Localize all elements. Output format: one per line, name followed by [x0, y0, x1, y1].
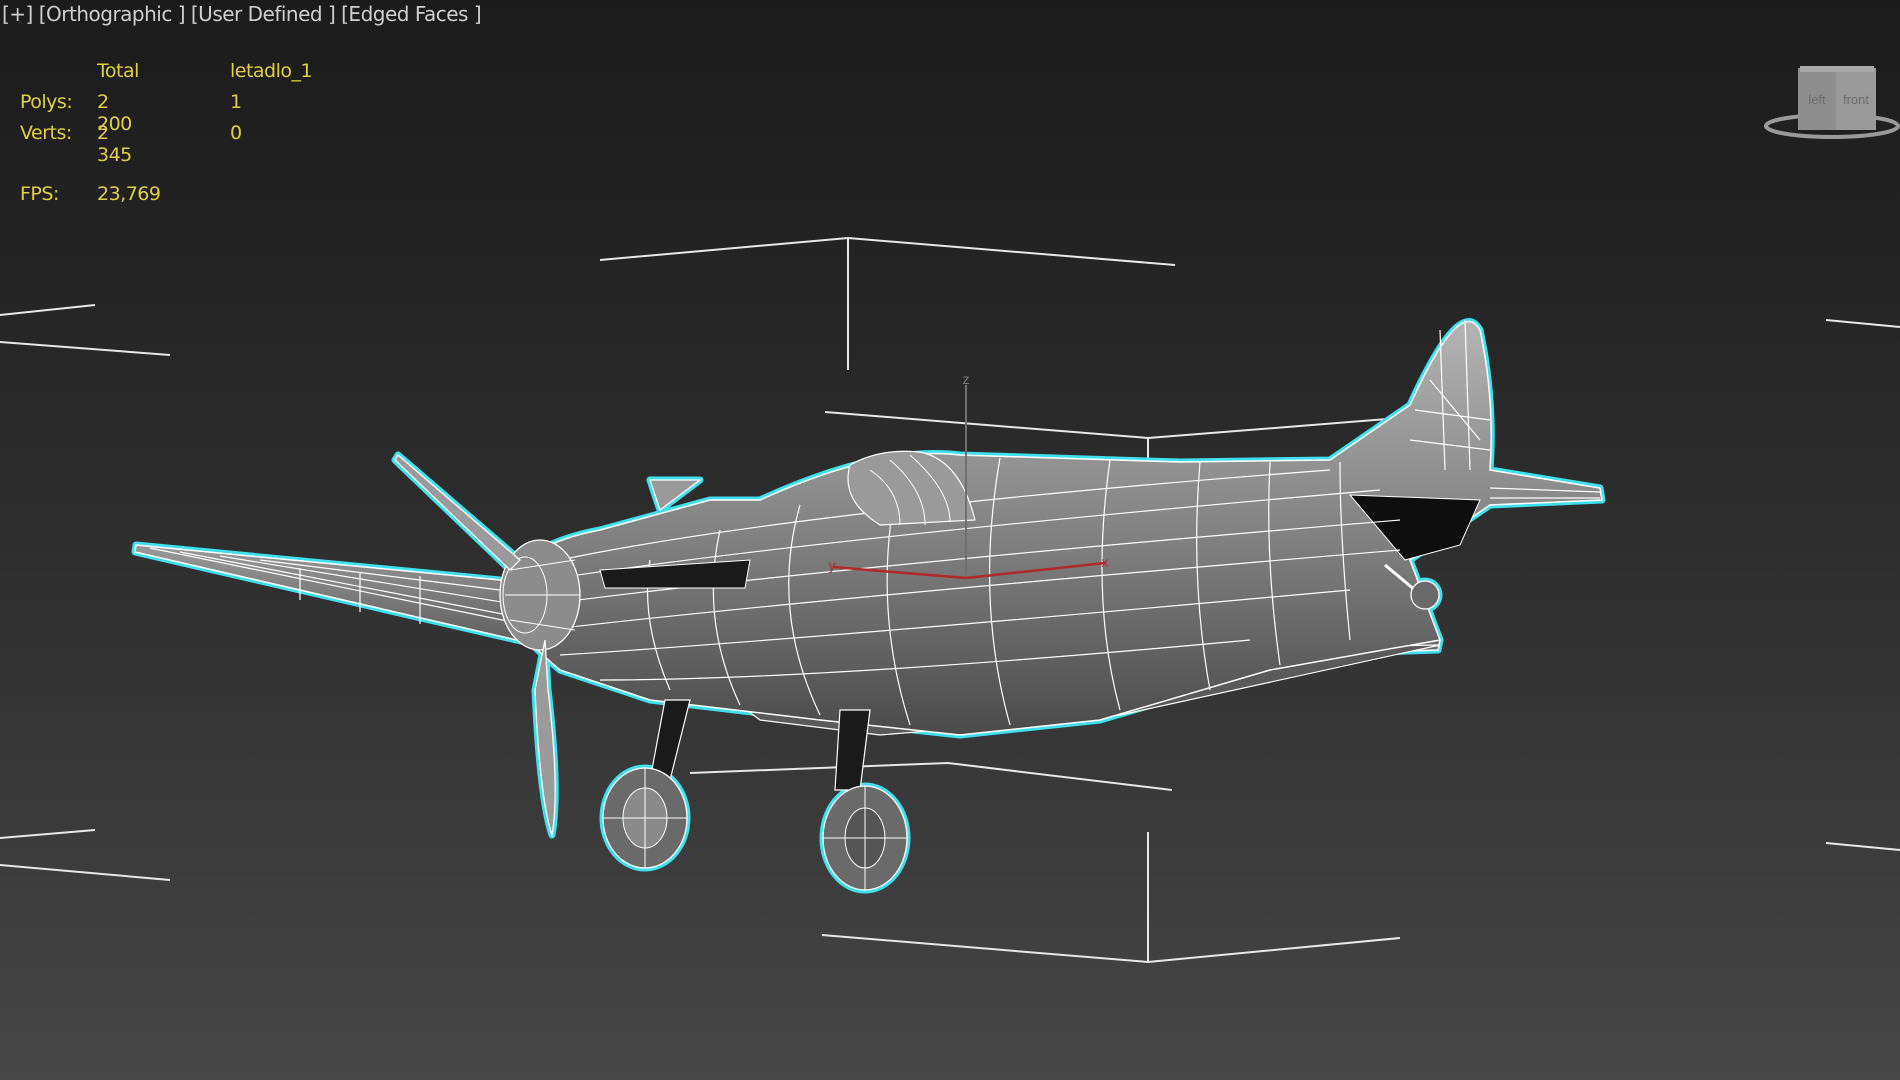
gizmo-xy-axes[interactable]: [832, 561, 1106, 580]
stats-fps-label: FPS:: [20, 183, 59, 205]
propeller-blade-upper-right: [649, 479, 702, 512]
gizmo-x-label: x: [1102, 554, 1109, 570]
viewport-label-bar: [+] [Orthographic ] [User Defined ] [Edg…: [2, 2, 482, 26]
stats-verts-total: 2 345: [97, 122, 132, 166]
viewport-plus-menu[interactable]: [+]: [2, 2, 33, 26]
viewport-view-type-menu[interactable]: [Orthographic ]: [38, 2, 186, 26]
viewport-display-mode-menu[interactable]: [Edged Faces ]: [341, 2, 482, 26]
cockpit-canopy: [847, 450, 976, 526]
viewcube-front-face[interactable]: [1836, 68, 1876, 130]
gizmo-z-label: z: [963, 371, 970, 387]
canopy-wireframe: [869, 454, 951, 526]
stats-verts-object: 0: [230, 122, 242, 144]
propeller-blade-upper-left: [394, 454, 521, 571]
tail-wheel: [1384, 563, 1440, 610]
propeller-blade-lower: [534, 639, 556, 838]
viewcube-left-face[interactable]: [1798, 68, 1836, 130]
stats-header-total: Total: [97, 60, 139, 82]
stats-polys-object: 1: [230, 91, 242, 113]
fuselage[interactable]: [503, 320, 1603, 736]
exhaust-stacks: [599, 559, 751, 589]
viewport-shading-menu[interactable]: [User Defined ]: [190, 2, 336, 26]
stats-header-object: letadlo_1: [230, 60, 313, 82]
viewcube[interactable]: left front: [1760, 62, 1900, 144]
selection-bounding-box: [0, 236, 1900, 964]
gizmo-y-label: y: [829, 557, 836, 573]
landing-gear-right: [822, 709, 908, 891]
landing-gear-left: [602, 699, 691, 869]
stats-polys-label: Polys:: [20, 91, 73, 113]
transform-gizmo[interactable]: z y x: [829, 371, 1109, 580]
stats-fps-value: 23,769: [97, 183, 161, 205]
spinner-wireframe: [502, 556, 580, 634]
viewcube-top-face[interactable]: [1800, 66, 1874, 72]
stats-verts-label: Verts:: [20, 122, 72, 144]
stats-polys-total: 2 200: [97, 91, 132, 135]
viewcube-front-label: front: [1843, 92, 1869, 107]
tail-shadow: [1348, 494, 1481, 561]
airplane-model-letadlo_1[interactable]: [131, 318, 1606, 894]
viewcube-left-label: left: [1808, 92, 1826, 107]
